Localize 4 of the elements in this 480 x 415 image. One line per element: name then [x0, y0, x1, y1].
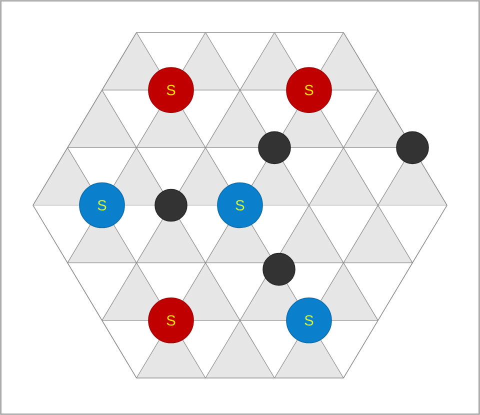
dot	[396, 131, 429, 164]
dot	[154, 188, 188, 222]
dot	[262, 252, 296, 286]
dot	[258, 131, 291, 164]
